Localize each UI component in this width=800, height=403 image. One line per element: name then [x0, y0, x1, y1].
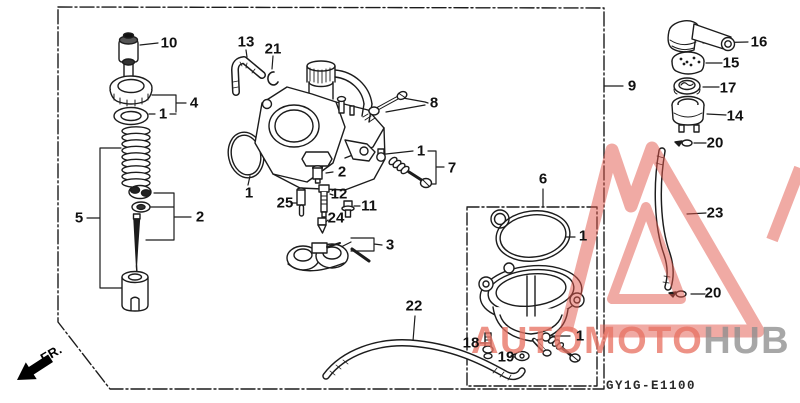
leader-lines: [86, 41, 749, 358]
watermark-word-accent: HUB: [703, 320, 791, 362]
part-1-drain-screw: [541, 332, 581, 363]
carburetor-body: [254, 60, 386, 191]
part-1-washer: [113, 106, 149, 126]
part-7-screw-set: [376, 148, 433, 189]
part-15-filter-disc: [671, 51, 705, 75]
part-5-throttle-slide: [121, 270, 149, 312]
frame-border: [57, 6, 605, 390]
part-25-plug: [296, 187, 306, 217]
part-8-screw: [362, 90, 408, 123]
watermark-text: AUTOMOTOHUB: [471, 322, 790, 360]
part-2-jet-needle-set: [128, 184, 152, 273]
part-17-spring-seat: [673, 77, 701, 95]
part-18-bolt: [482, 332, 494, 360]
part-4-adjuster-knob: [109, 58, 153, 107]
part-20-clip-top: [674, 139, 693, 147]
part-11-main-jet: [341, 200, 355, 218]
part-16-vent-elbow: [667, 20, 736, 53]
watermark-logo: [559, 141, 800, 338]
part-2-jet: [312, 165, 324, 184]
part-5-spring: [121, 126, 151, 188]
part-22-hose: [322, 339, 526, 381]
part-1-bowl-gasket: [490, 209, 571, 262]
part-12-needle-jet: [318, 184, 330, 218]
part-19-pin: [510, 350, 530, 362]
part-14-cap: [671, 95, 705, 133]
part-24-float-valve: [317, 217, 327, 234]
watermark-word-main: AUTOMOTO: [471, 320, 704, 362]
group6-box: [466, 206, 598, 387]
diagram-code: GY1G-E1100: [606, 379, 697, 393]
part-21-clip: [267, 71, 279, 86]
part-3-float: [286, 242, 371, 272]
part-13-tube: [231, 56, 266, 96]
fr-arrow: [17, 354, 53, 380]
part-10-top-cap: [118, 32, 139, 63]
